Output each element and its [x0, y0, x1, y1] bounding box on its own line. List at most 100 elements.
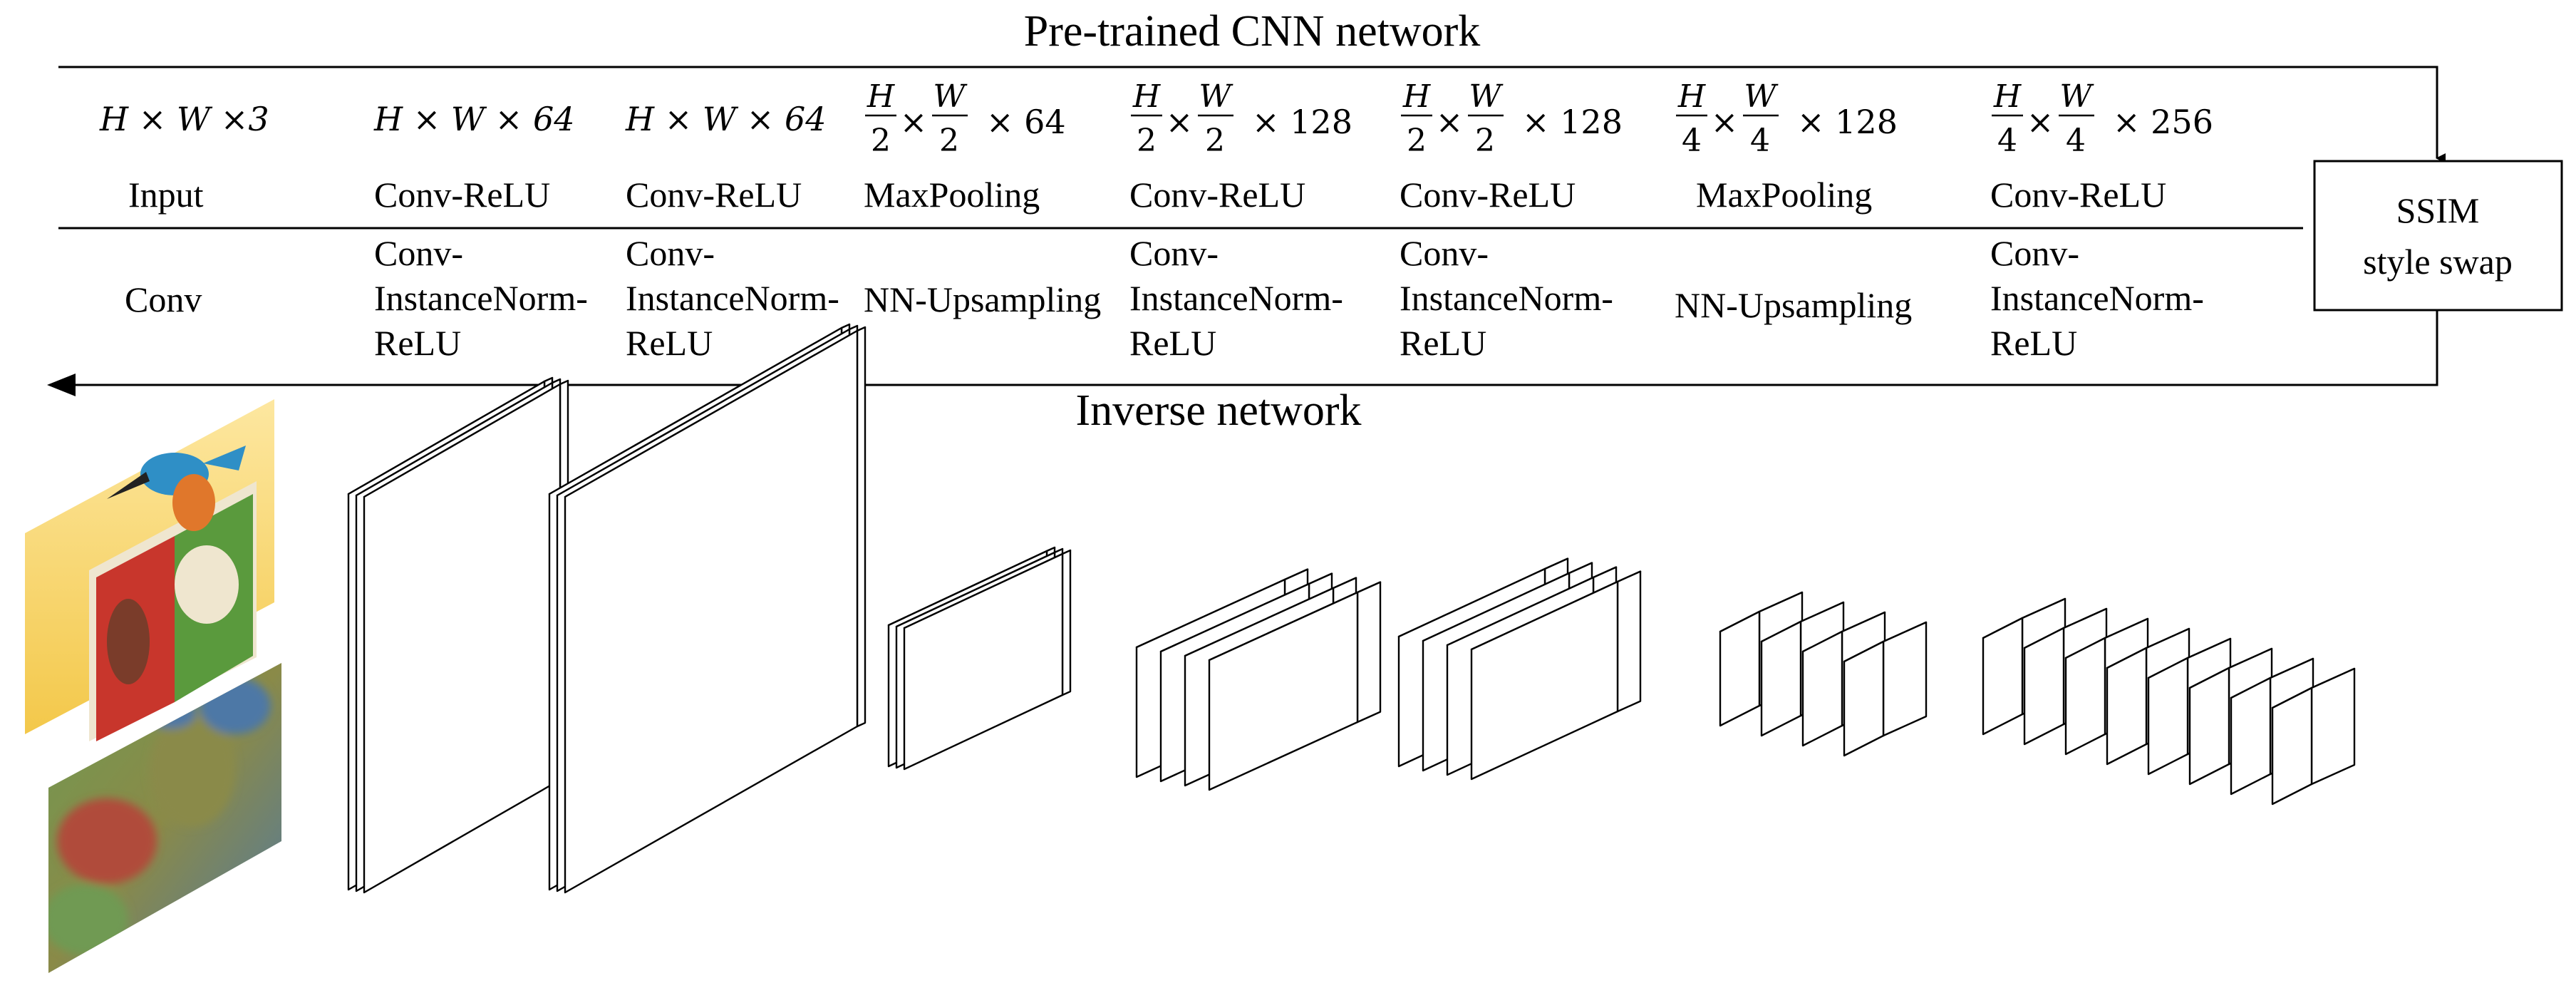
shape-numerator: W	[933, 78, 968, 115]
shape-denominator: 4	[2066, 123, 2086, 159]
shape-denominator: 4	[1750, 123, 1770, 159]
shape-label: H × W × 64	[625, 100, 827, 138]
encoder-layer-label: Conv-ReLU	[1990, 175, 2166, 215]
decoder-label-line: InstanceNorm-	[374, 278, 588, 318]
shape-label: H2×W2× 64	[865, 78, 1066, 159]
shape-denominator: 2	[871, 123, 891, 159]
decoder-layer-label: Conv- InstanceNorm- ReLU	[626, 233, 839, 363]
shape-numerator: H	[1677, 78, 1707, 115]
feature-slice	[2188, 647, 2273, 786]
encoder-layer-label: Input	[128, 175, 204, 215]
feature-slice	[1208, 581, 1382, 791]
decoder-label-line: Conv-	[374, 233, 463, 273]
block-conv-64-b	[548, 323, 867, 894]
shape-denominator: 2	[1475, 123, 1495, 159]
encoder-layer-label: Conv-ReLU	[1400, 175, 1576, 215]
shape-label: H4×W4× 128	[1676, 78, 1898, 159]
feature-slice	[1843, 621, 1928, 757]
pretrained-flow-arrow	[58, 66, 2446, 163]
decoder-label-line: InstanceNorm-	[1990, 278, 2204, 318]
shape-numerator: H	[1993, 78, 2022, 115]
times-sign: ×	[900, 103, 928, 141]
decoder-label-line: ReLU	[1129, 323, 1216, 363]
shape-label: H × W × 64	[373, 100, 575, 138]
encoder-layer-label: MaxPooling	[1696, 175, 1872, 215]
feature-map-blocks	[347, 323, 2356, 894]
shape-label: H 4 ×W 4 × 256	[1992, 78, 2213, 159]
decoder-label-line: Conv-	[1990, 233, 2079, 273]
inverse-flow-arrowhead	[47, 374, 76, 396]
channel-count: × 128	[1522, 103, 1623, 141]
feature-slice	[1470, 570, 1642, 781]
block-conv-256	[1982, 597, 2356, 806]
decoder-layer-label: Conv- InstanceNorm- ReLU	[1129, 233, 1343, 363]
shape-numerator: H	[867, 78, 896, 115]
decoder-label-line: ReLU	[1990, 323, 2077, 363]
decoder-label-line: ReLU	[1400, 323, 1486, 363]
times-sign: ×	[2027, 103, 2054, 141]
feature-slice	[363, 379, 569, 894]
ssim-style-swap-box	[2313, 160, 2563, 312]
feature-slice	[903, 549, 1072, 771]
inverse-network-title: Inverse network	[1075, 386, 1361, 435]
times-sign: ×	[1436, 103, 1464, 141]
block-conv-64-a	[347, 376, 569, 894]
decoder-layer-label: Conv- InstanceNorm- ReLU	[1990, 233, 2204, 363]
shape-denominator: 4	[1997, 123, 2017, 159]
decoder-label-line: InstanceNorm-	[1400, 278, 1613, 318]
column-5: H2×W2× 128Conv-ReLUConv-InstanceNorm-ReL…	[1129, 78, 1352, 363]
encoder-layer-label: Conv-ReLU	[626, 175, 802, 215]
pretrained-network-title: Pre-trained CNN network	[1024, 7, 1481, 56]
shape-denominator: 2	[1407, 123, 1427, 159]
shape-numerator: W	[1469, 78, 1504, 115]
feature-slice	[564, 326, 867, 894]
channel-count: × 128	[1252, 103, 1352, 141]
shape-label: H2×W2× 128	[1131, 78, 1352, 159]
decoder-layer-label: Conv	[125, 279, 202, 319]
shape-label: H × W ×3	[99, 100, 269, 138]
decoder-label-line: ReLU	[374, 323, 461, 363]
channel-count: × 64	[986, 103, 1066, 141]
channel-count: × 256	[2113, 103, 2213, 141]
style-swap-label: style swap	[2363, 242, 2513, 282]
decoder-layer-label: NN-Upsampling	[1675, 285, 1912, 325]
encoder-layer-label: MaxPooling	[864, 175, 1040, 215]
shape-numerator: W	[1199, 78, 1233, 115]
shape-numerator: H	[1402, 78, 1432, 115]
style-image	[25, 399, 274, 741]
shape-denominator: 4	[1682, 123, 1702, 159]
decoder-label-line: InstanceNorm-	[1129, 278, 1343, 318]
shape-numerator: W	[2059, 78, 2094, 115]
decoder-label-line: ReLU	[626, 323, 713, 363]
decoder-label-line: InstanceNorm-	[626, 278, 839, 318]
column-3: H × W × 64 Conv-ReLU Conv- InstanceNorm- ReL…	[625, 100, 839, 363]
shape-denominator: 2	[1137, 123, 1157, 159]
channel-count: × 128	[1797, 103, 1898, 141]
times-sign: ×	[1711, 103, 1739, 141]
shape-denominator: 2	[1205, 123, 1225, 159]
times-sign: ×	[1166, 103, 1194, 141]
encoder-layer-label: Conv-ReLU	[1129, 175, 1305, 215]
feature-slice	[2271, 667, 2356, 806]
example-images	[25, 399, 281, 973]
shape-denominator: 2	[939, 123, 959, 159]
block-pool-64	[887, 546, 1072, 771]
decoder-label-line: Conv-	[1129, 233, 1219, 273]
ssim-label: SSIM	[2396, 190, 2480, 230]
shape-numerator: H	[1132, 78, 1162, 115]
block-conv-128-a	[1135, 568, 1382, 791]
block-conv-128-b	[1397, 557, 1642, 781]
block-pool-128	[1719, 591, 1928, 757]
decoder-layer-label: Conv-InstanceNorm-ReLU	[1400, 233, 1613, 363]
decoder-layer-label: Conv- InstanceNorm- ReLU	[374, 233, 588, 363]
decoder-label-line: Conv-	[626, 233, 715, 273]
shape-numerator: W	[1744, 78, 1779, 115]
